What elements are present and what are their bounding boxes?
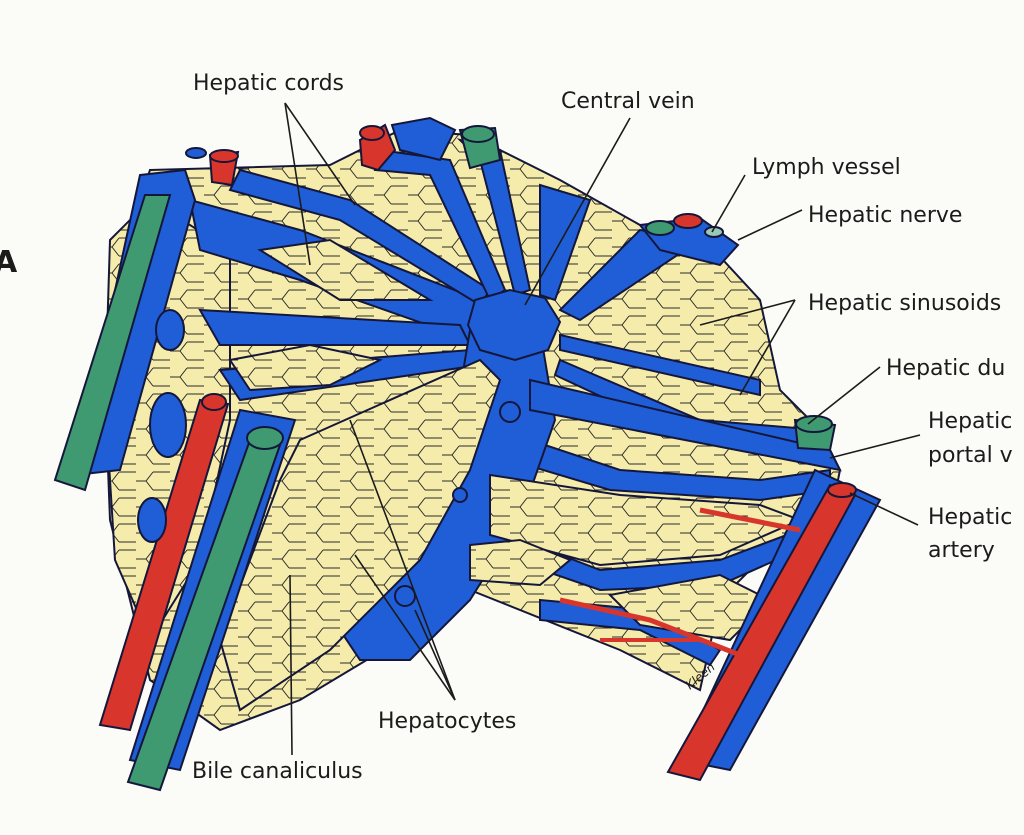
label-portal-vein-line1: Hepatic (928, 409, 1012, 434)
label-bile-canaliculus: Bile canaliculus (192, 759, 363, 784)
sinusoid-openings (137, 309, 521, 607)
label-lymph-vessel: Lymph vessel (752, 155, 901, 180)
portal-triad-left (53, 168, 297, 792)
leader-lines (284, 102, 921, 756)
central-vein (466, 288, 562, 362)
label-portal-vein-line2: portal v (928, 443, 1013, 468)
label-hepatic-duct: Hepatic du (886, 356, 1005, 381)
portal-triad-top (185, 116, 502, 187)
label-hepatocytes: Hepatocytes (378, 709, 516, 734)
figure-letter: A (0, 245, 18, 280)
label-hepatic-nerve: Hepatic nerve (808, 203, 962, 228)
bile-duct-left (53, 194, 172, 492)
label-artery-line1: Hepatic (928, 505, 1012, 530)
labels: Hepatic cords Central vein Lymph vessel … (192, 71, 1013, 784)
label-hepatic-sinusoids: Hepatic sinusoids (808, 291, 1001, 316)
label-hepatic-cords: Hepatic cords (193, 71, 344, 96)
label-central-vein: Central vein (561, 89, 695, 114)
portal-triad-right (559, 415, 882, 782)
label-artery-line2: artery (928, 538, 995, 563)
hepatocyte-islands (228, 238, 803, 642)
